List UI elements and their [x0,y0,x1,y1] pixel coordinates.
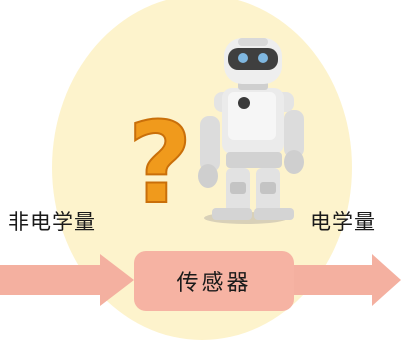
robot-image [198,38,304,224]
output-label: 电学量 [310,210,376,234]
sensor-box: 传感器 [134,251,294,311]
sensor-label: 传感器 [176,271,252,296]
input-label: 非电学量 [8,210,96,234]
output-arrow-icon [294,254,401,306]
question-mark-icon: ? [127,98,194,230]
svg-text:?: ? [128,99,193,229]
input-arrow-icon [0,254,134,306]
